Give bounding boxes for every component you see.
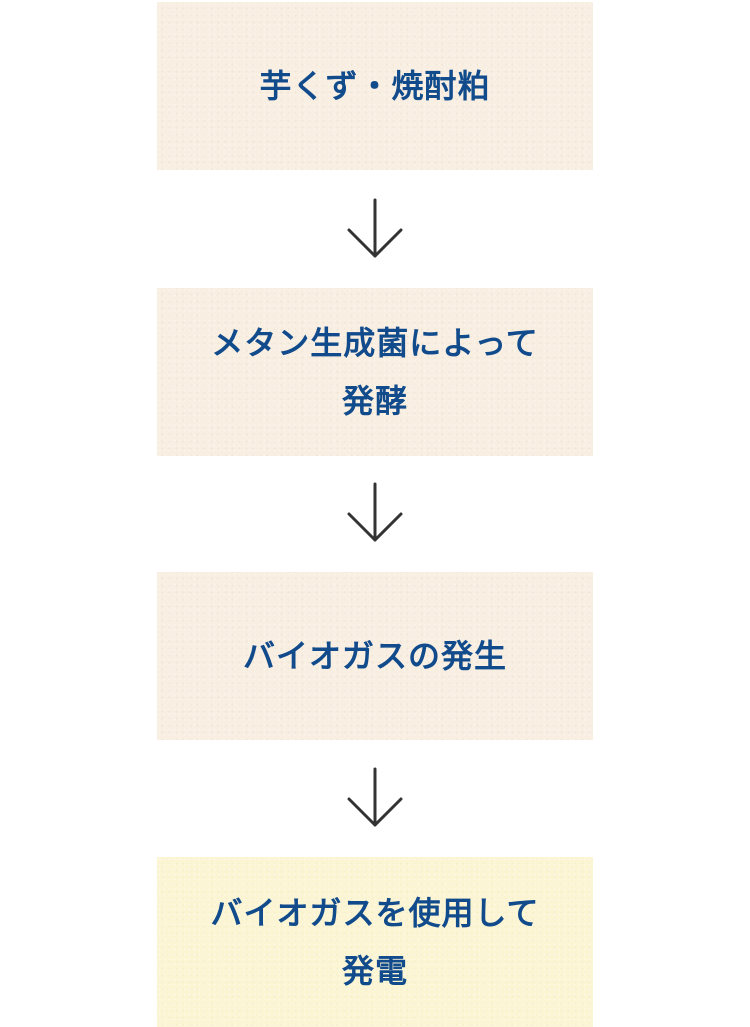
step-box-biogas-generation: バイオガスの発生 xyxy=(157,572,593,740)
step-box-power-generation: バイオガスを使用して 発電 xyxy=(157,857,593,1027)
down-arrow-icon xyxy=(345,198,405,260)
step-box-raw-materials: 芋くず・焼酎粕 xyxy=(157,2,593,170)
step-label-biogas-generation: バイオガスの発生 xyxy=(242,637,507,675)
step-label-power-generation: バイオガスを使用して 発電 xyxy=(210,894,540,990)
down-arrow-icon xyxy=(345,767,405,829)
step-label-fermentation: メタン生成菌によって 発酵 xyxy=(211,324,539,420)
down-arrow-icon xyxy=(345,482,405,544)
step-label-raw-materials: 芋くず・焼酎粕 xyxy=(259,67,491,105)
step-box-fermentation: メタン生成菌によって 発酵 xyxy=(157,288,593,456)
